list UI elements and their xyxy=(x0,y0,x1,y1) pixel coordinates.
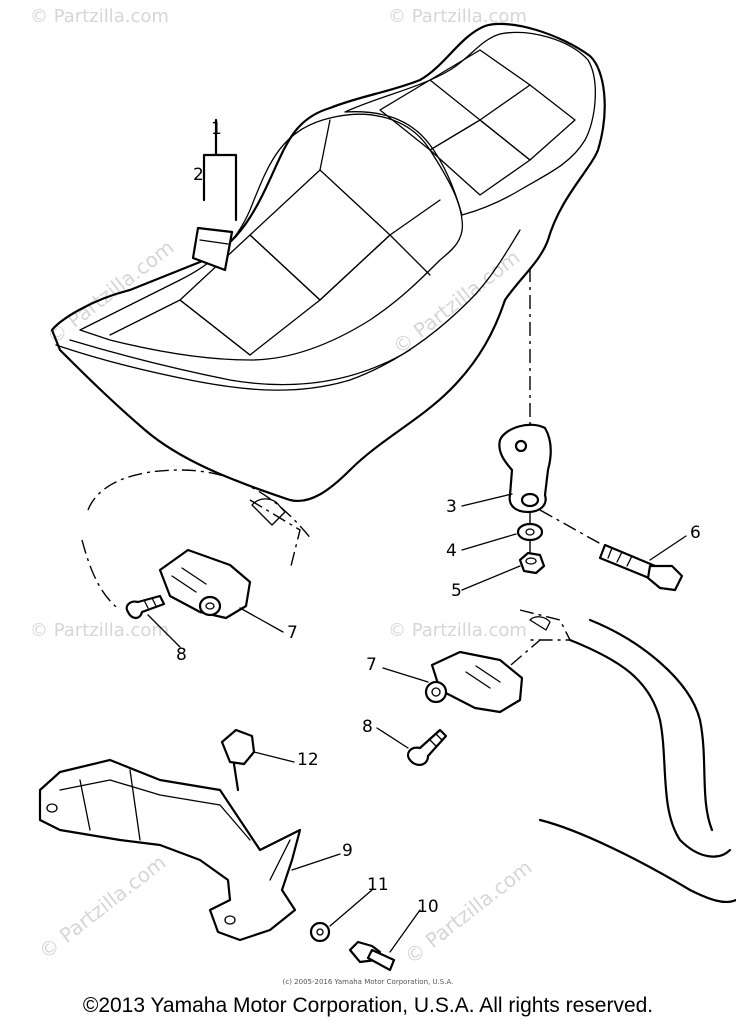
callout-10: 10 xyxy=(417,897,439,917)
callout-6: 6 xyxy=(690,523,701,543)
callout-9: 9 xyxy=(342,841,353,861)
clamp-part-7-right xyxy=(424,650,524,714)
sensor-part-12 xyxy=(220,728,256,792)
small-credit-text: (c) 2005-2016 Yamaha Motor Corporation, … xyxy=(282,978,454,986)
callout-11: 11 xyxy=(367,875,389,895)
callout-7-right: 7 xyxy=(366,655,377,675)
callout-12: 12 xyxy=(297,750,319,770)
bracket-part-3 xyxy=(498,423,552,514)
callout-8-right: 8 xyxy=(362,717,373,737)
frame-rail-right xyxy=(469,609,736,904)
clamp-part-7-left xyxy=(158,548,252,620)
nut-part-5 xyxy=(518,551,546,575)
copyright-text: ©2013 Yamaha Motor Corporation, U.S.A. A… xyxy=(82,994,654,1017)
bolt-part-10 xyxy=(348,940,396,972)
bolt-part-6 xyxy=(598,543,684,592)
bracket-part-9 xyxy=(38,758,302,942)
screw-part-8-left xyxy=(125,594,166,620)
callout-5: 5 xyxy=(451,581,462,601)
alignment-line-bolt xyxy=(539,509,609,549)
screw-part-8-right xyxy=(406,728,448,766)
leader-1-2 xyxy=(202,118,238,222)
leader-lines xyxy=(147,493,687,953)
callout-3: 3 xyxy=(446,497,457,517)
seat-drawing xyxy=(50,22,606,503)
callout-2: 2 xyxy=(193,165,204,185)
callout-8-left: 8 xyxy=(176,645,187,665)
washer-part-4 xyxy=(516,522,544,542)
callout-7-left: 7 xyxy=(287,623,298,643)
frame-rail-left xyxy=(81,469,313,611)
callout-1: 1 xyxy=(211,119,222,139)
callout-4: 4 xyxy=(446,541,457,561)
washer-part-11 xyxy=(309,921,331,943)
